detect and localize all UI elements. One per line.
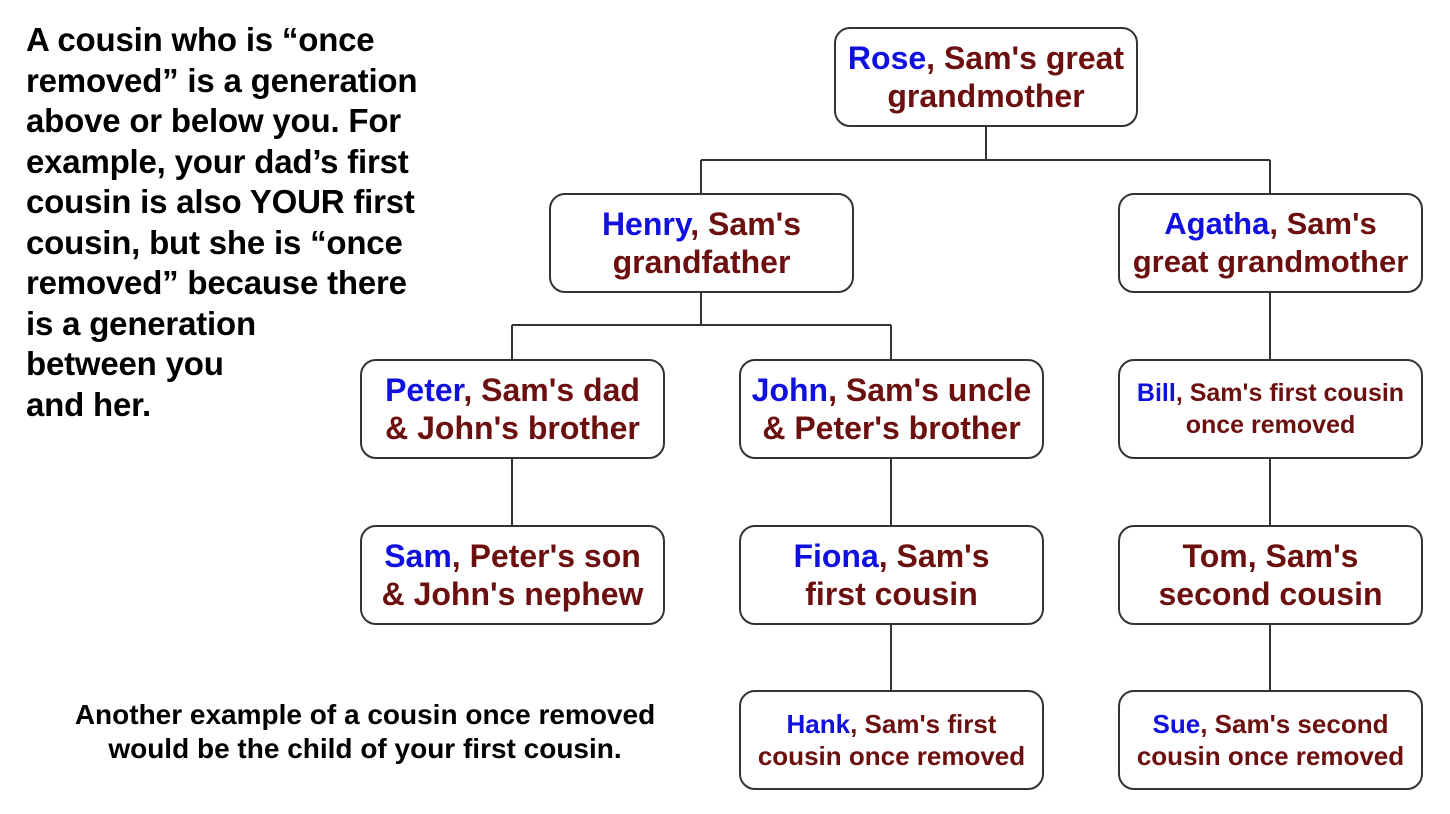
relation-text: great grandmother xyxy=(1132,244,1409,279)
node-line: Sue, Sam's second xyxy=(1153,708,1389,740)
intro-line: removed” is a generation xyxy=(26,61,418,99)
relation-text: , Sam's xyxy=(1269,206,1377,241)
relation-text: second cousin xyxy=(1158,576,1383,612)
person-name: Fiona xyxy=(793,538,879,574)
intro-line: cousin is also YOUR first xyxy=(26,183,415,220)
relation-text: grandfather xyxy=(612,244,791,280)
intro-line: example, your dad’s first xyxy=(26,142,409,180)
relation-text: , Peter's son xyxy=(451,538,641,574)
relation-text: , Sam's dad xyxy=(463,372,640,408)
relation-text: , Sam's xyxy=(878,538,990,574)
relation-text: cousin once removed xyxy=(757,741,1026,771)
relation-text: , Sam's first cousin xyxy=(1175,379,1405,407)
relation-text: cousin once removed xyxy=(1136,741,1405,771)
node-sue: Sue, Sam's second cousin once removed xyxy=(1118,690,1423,790)
intro-line: removed” because there xyxy=(26,264,407,301)
relation-text: & John's nephew xyxy=(381,576,644,612)
node-line: Peter, Sam's dad xyxy=(385,371,640,409)
node-line: John, Sam's uncle xyxy=(752,371,1032,409)
relation-text: , Sam's first xyxy=(850,709,997,739)
person-name: Agatha xyxy=(1164,206,1270,241)
intro-line: cousin, but she is “once xyxy=(26,223,403,261)
intro-line: A cousin who is “once xyxy=(26,21,375,58)
person-name: Henry xyxy=(601,206,691,242)
node-sam: Sam, Peter's son & John's nephew xyxy=(360,525,665,625)
person-name: Rose xyxy=(847,40,927,76)
node-line: Agatha, Sam's xyxy=(1164,205,1376,243)
relation-text: grandmother xyxy=(887,78,1085,114)
relation-text: & Peter's brother xyxy=(762,410,1021,446)
bottom-note: Another example of a cousin once removed… xyxy=(30,698,700,766)
relation-text: , Sam's uncle xyxy=(828,372,1032,408)
person-name: Sue xyxy=(1152,709,1201,739)
relation-text: , Sam's great xyxy=(926,40,1125,76)
node-agatha: Agatha, Sam's great grandmother xyxy=(1118,193,1423,293)
node-peter: Peter, Sam's dad & John's brother xyxy=(360,359,665,459)
intro-line: and her. xyxy=(26,385,151,423)
node-line: Bill, Sam's first cousin xyxy=(1137,377,1404,409)
intro-paragraph: A cousin who is “once removed” is a gene… xyxy=(26,20,476,425)
relation-text: , Sam's second xyxy=(1200,709,1389,739)
node-john: John, Sam's uncle & Peter's brother xyxy=(739,359,1044,459)
relation-text: , Sam's xyxy=(690,206,802,242)
relation-text: & John's brother xyxy=(385,410,640,446)
person-name: Hank xyxy=(786,709,851,739)
relation-text: Tom, Sam's xyxy=(1182,538,1359,574)
node-line: Hank, Sam's first xyxy=(787,708,997,740)
node-line: Fiona, Sam's xyxy=(793,537,989,575)
node-henry: Henry, Sam's grandfather xyxy=(549,193,854,293)
node-rose: Rose, Sam's great grandmother xyxy=(834,27,1138,127)
node-line: Rose, Sam's great xyxy=(848,39,1124,77)
node-bill: Bill, Sam's first cousin once removed xyxy=(1118,359,1423,459)
intro-line: above or below you. For xyxy=(26,102,401,139)
intro-line: is a generation xyxy=(26,304,256,342)
relation-text: first cousin xyxy=(805,576,978,612)
node-hank: Hank, Sam's first cousin once removed xyxy=(739,690,1044,790)
person-name: Sam xyxy=(384,538,452,574)
node-fiona: Fiona, Sam's first cousin xyxy=(739,525,1044,625)
relation-text: once removed xyxy=(1185,411,1356,439)
person-name: John xyxy=(751,372,829,408)
note-line: Another example of a cousin once removed xyxy=(74,699,656,730)
person-name: Bill xyxy=(1136,379,1176,407)
person-name: Peter xyxy=(385,372,464,408)
intro-line: between you xyxy=(26,345,224,382)
node-line: Henry, Sam's xyxy=(602,205,801,243)
note-line: would be the child of your first cousin. xyxy=(108,733,622,764)
node-tom: Tom, Sam's second cousin xyxy=(1118,525,1423,625)
node-line: Sam, Peter's son xyxy=(384,537,641,575)
